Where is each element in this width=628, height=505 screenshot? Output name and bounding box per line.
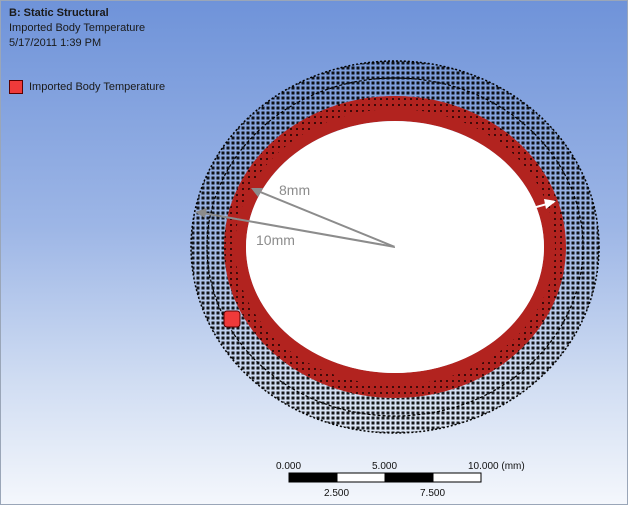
result-name: Imported Body Temperature	[9, 22, 146, 34]
scale-segment-1	[288, 472, 338, 483]
left-dimension-arrows	[195, 188, 396, 248]
legend-swatch	[9, 80, 23, 94]
legend-label: Imported Body Temperature	[29, 81, 166, 93]
scale-label-2-5: 2.500	[324, 488, 349, 499]
dimension-label-7-2mm: 7.2mm	[440, 174, 483, 190]
scale-bar: 0.000 5.000 10.000 (mm) 2.500 7.500	[276, 461, 525, 499]
scale-label-0: 0.000	[276, 461, 301, 472]
scale-label-5: 5.000	[372, 461, 397, 472]
scale-segment-3	[384, 472, 434, 483]
dimension-label-8mm: 8mm	[279, 182, 310, 198]
scale-label-10: 10.000 (mm)	[468, 461, 525, 472]
scale-segment-2	[336, 472, 386, 483]
dimension-label-9mm: 9mm	[482, 224, 513, 240]
dimension-label-10mm: 10mm	[256, 232, 295, 248]
analysis-title: B: Static Structural	[9, 7, 109, 19]
scale-segment-4	[432, 472, 482, 483]
timestamp: 5/17/2011 1:39 PM	[9, 37, 102, 49]
scale-label-7-5: 7.500	[420, 488, 445, 499]
right-dimension-arrows	[394, 192, 556, 248]
selected-element-marker[interactable]	[223, 310, 241, 328]
element-edge-circle	[206, 77, 584, 417]
outer-boundary	[190, 60, 600, 434]
legend: Imported Body Temperature	[9, 80, 165, 94]
